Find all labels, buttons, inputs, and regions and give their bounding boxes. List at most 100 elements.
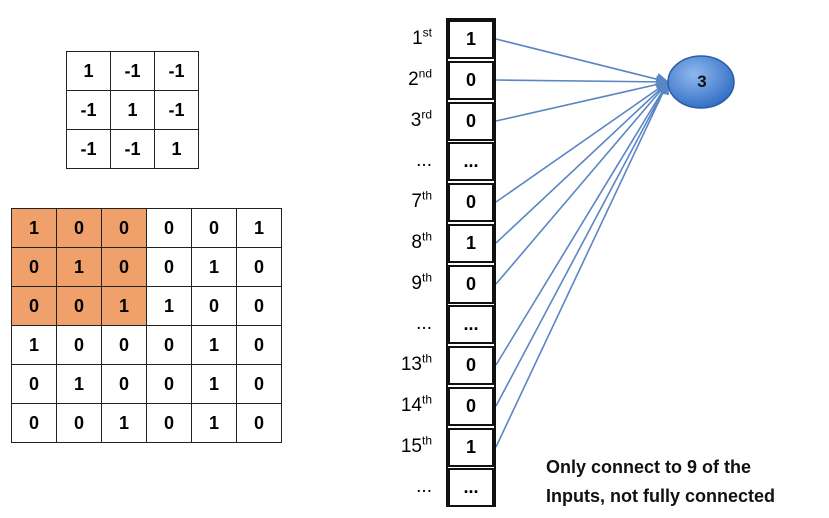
- index-number: 1: [412, 28, 423, 49]
- connection-line: [495, 80, 669, 448]
- filter-cell: -1: [66, 90, 111, 130]
- filter-cell: -1: [154, 51, 199, 91]
- index-ordinal-suffix: st: [422, 25, 432, 40]
- vector-cell: 0: [448, 183, 494, 222]
- index-ordinal-suffix: th: [421, 351, 432, 366]
- image-cell: 0: [11, 403, 57, 443]
- vector-cell: ...: [448, 468, 494, 507]
- image-cell: 1: [11, 325, 57, 365]
- image-cell: 0: [146, 325, 192, 365]
- output-neuron-value: 3: [697, 72, 707, 91]
- filter-cell: 1: [66, 51, 111, 91]
- index-ordinal-suffix: th: [421, 392, 432, 407]
- vector-index-label: 8th: [372, 229, 432, 254]
- image-cell: 0: [146, 403, 192, 443]
- vector-cell: 1: [448, 428, 494, 467]
- image-cell: 0: [146, 364, 192, 404]
- image-cell-receptive-field: 0: [101, 208, 147, 248]
- vector-index-label: 14th: [372, 392, 432, 417]
- image-cell-receptive-field: 1: [56, 247, 102, 287]
- image-cell: 0: [101, 325, 147, 365]
- vector-cell: 0: [448, 346, 494, 385]
- filter-cell: 1: [110, 90, 155, 130]
- index-number: 9: [411, 273, 422, 294]
- vector-cell: 0: [448, 61, 494, 100]
- connection-line: [495, 81, 669, 244]
- image-cell-receptive-field: 0: [56, 286, 102, 326]
- image-cell: 1: [101, 403, 147, 443]
- image-cell: 0: [56, 403, 102, 443]
- vector-index-label: ...: [372, 476, 432, 498]
- filter-row: 1-1-1: [66, 51, 199, 91]
- image-cell: 0: [11, 364, 57, 404]
- image-cell-receptive-field: 0: [11, 286, 57, 326]
- vector-index-label: 2nd: [372, 68, 432, 91]
- index-number: ...: [416, 150, 432, 171]
- index-number: 3: [410, 110, 422, 131]
- image-cell: 1: [146, 286, 192, 326]
- index-number: 15: [400, 436, 422, 457]
- connection-line: [495, 81, 670, 203]
- image-cell-receptive-field: 1: [11, 208, 57, 248]
- image-cell: 0: [236, 364, 282, 404]
- image-cell: 0: [236, 247, 282, 287]
- connection-lines: [495, 38, 670, 448]
- image-cell: 1: [191, 403, 237, 443]
- filter-cell: -1: [110, 129, 155, 169]
- vector-cell: ...: [448, 305, 494, 344]
- connection-line: [495, 78, 670, 122]
- index-number: 2: [408, 69, 419, 90]
- image-cell: 0: [236, 286, 282, 326]
- connection-line: [495, 38, 670, 86]
- index-number: 7: [411, 191, 422, 212]
- index-number: ...: [416, 313, 432, 334]
- connection-line: [495, 80, 669, 366]
- vector-cell: 0: [448, 102, 494, 141]
- vector-index-label: 15th: [372, 433, 432, 458]
- connection-line: [495, 80, 669, 407]
- image-cell: 0: [146, 208, 192, 248]
- image-cell: 0: [236, 403, 282, 443]
- filter-cell: -1: [154, 90, 199, 130]
- image-cell-receptive-field: 1: [101, 286, 147, 326]
- connection-line: [495, 75, 670, 89]
- image-cell: 1: [191, 325, 237, 365]
- vector-index-label: ...: [372, 150, 432, 172]
- image-cell: 1: [191, 364, 237, 404]
- index-number: 13: [400, 354, 422, 375]
- image-cell: 0: [191, 286, 237, 326]
- image-cell: 1: [191, 247, 237, 287]
- vector-cell: 0: [448, 265, 494, 304]
- vector-index-label: 7th: [372, 188, 432, 213]
- index-ordinal-suffix: rd: [421, 107, 432, 122]
- filter-cell: 1: [154, 129, 199, 169]
- image-cell-receptive-field: 0: [101, 247, 147, 287]
- output-neuron-node: [667, 55, 735, 109]
- image-cell-receptive-field: 0: [56, 208, 102, 248]
- connection-line: [495, 81, 669, 285]
- image-cell: 0: [146, 247, 192, 287]
- image-cell: 0: [101, 364, 147, 404]
- index-ordinal-suffix: th: [421, 229, 432, 244]
- image-cell: 1: [56, 364, 102, 404]
- vector-index-label: 13th: [372, 351, 432, 376]
- vector-cell: 1: [448, 20, 494, 59]
- image-cell: 0: [191, 208, 237, 248]
- image-cell-receptive-field: 0: [11, 247, 57, 287]
- caption-line-2: Inputs, not fully connected: [546, 486, 775, 506]
- index-ordinal-suffix: th: [421, 270, 432, 285]
- index-ordinal-suffix: th: [421, 188, 432, 203]
- index-ordinal-suffix: th: [421, 433, 432, 448]
- image-cell: 0: [56, 325, 102, 365]
- filter-cell: -1: [110, 51, 155, 91]
- vector-cell: 1: [448, 224, 494, 263]
